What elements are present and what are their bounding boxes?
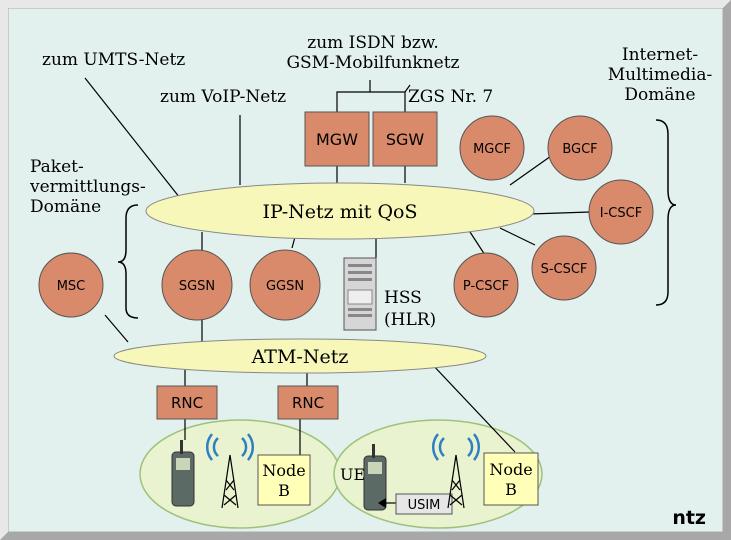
ims-domain-label-line1: Internet- — [622, 45, 698, 65]
ntz-logo: ntz — [672, 507, 706, 529]
packet-domain-bracket — [117, 204, 139, 319]
nodeb-label-2-line1: Node — [489, 460, 532, 479]
nodeb-box-1 — [257, 454, 311, 506]
rnc-label-1: RNC — [171, 394, 203, 412]
pcscf-node — [453, 252, 519, 318]
sgw-box — [372, 111, 438, 167]
umts-label: zum UMTS-Netz — [42, 50, 185, 70]
voip-label: zum VoIP-Netz — [160, 87, 286, 107]
mobile-phone-icon — [363, 444, 387, 511]
msc-label: MSC — [57, 279, 86, 294]
bgcf-label: BGCF — [562, 142, 597, 157]
ip-network-label: IP-Netz mit QoS — [262, 201, 417, 223]
mgcf-node — [459, 115, 525, 181]
rnc-box-2 — [277, 385, 339, 420]
sgw-label: SGW — [386, 130, 425, 149]
ims-domain-label-line2: Multimedia- — [608, 65, 712, 85]
hss-label-line2: (HLR) — [384, 310, 436, 330]
atm-network-label: ATM-Netz — [251, 346, 349, 368]
pcscf-label: P-CSCF — [463, 279, 509, 294]
ims-domain-label-line3: Domäne — [624, 85, 695, 105]
packet-domain-label-line2: vermittlungs- — [29, 177, 146, 197]
server-icon — [343, 257, 377, 331]
rnc-label-2: RNC — [292, 394, 324, 412]
ue-label: UE — [340, 465, 365, 484]
mobile-phone-icon — [171, 440, 195, 507]
scscf-label: S-CSCF — [541, 262, 588, 277]
rnc-box-1 — [156, 385, 218, 420]
ims-domain-bracket — [655, 119, 677, 306]
packet-domain-label-line3: Domäne — [30, 197, 101, 217]
msc-node — [38, 252, 104, 318]
icscf-label: I-CSCF — [600, 206, 642, 221]
hss-label-line1: HSS — [384, 288, 422, 308]
antenna-tower-icon — [205, 433, 255, 509]
bgcf-node — [547, 115, 613, 181]
nodeb-label-1-line1: Node — [262, 461, 305, 480]
arrow-left-icon — [378, 498, 396, 508]
nodeb-label-1-line2: B — [278, 481, 290, 500]
ip-network-ellipse — [145, 182, 535, 240]
mgw-label: MGW — [316, 130, 358, 149]
isdn-label-line1: zum ISDN bzw. — [307, 33, 438, 53]
isdn-label-line2: GSM-Mobilfunknetz — [286, 53, 459, 73]
mgw-box — [304, 111, 370, 167]
atm-network-ellipse — [113, 338, 487, 374]
zgs-label: ZGS Nr. 7 — [408, 87, 493, 107]
packet-domain-label-line1: Paket- — [30, 157, 84, 177]
ggsn-label: GGSN — [266, 279, 304, 294]
nodeb-label-2-line2: B — [505, 480, 517, 499]
sgsn-node — [161, 249, 233, 321]
icscf-node — [588, 179, 654, 245]
ggsn-node — [249, 249, 321, 321]
scscf-node — [531, 235, 597, 301]
mgcf-label: MGCF — [473, 142, 511, 157]
sgsn-label: SGSN — [179, 279, 215, 294]
nodeb-box-2 — [483, 452, 539, 506]
antenna-tower-icon — [431, 433, 481, 509]
usim-label: USIM — [408, 498, 441, 513]
